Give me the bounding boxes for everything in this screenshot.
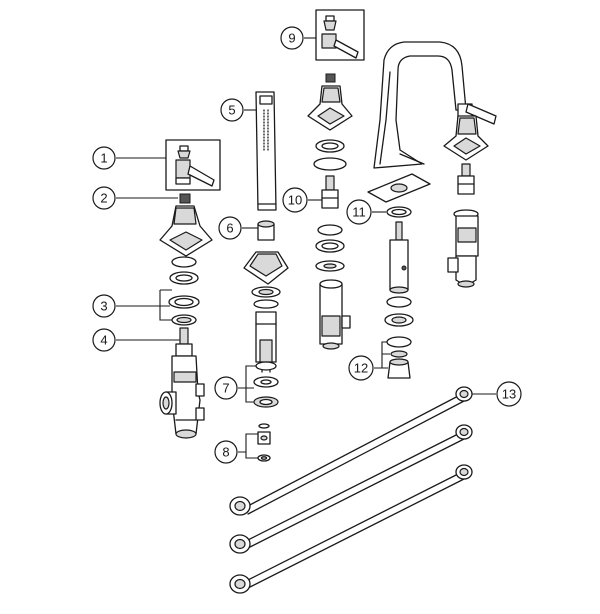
callout-12: 12 bbox=[348, 355, 374, 381]
part-10-cartridge bbox=[315, 175, 345, 272]
hose-2 bbox=[229, 424, 473, 554]
left-valve-assembly bbox=[159, 139, 221, 439]
callout-12-label: 12 bbox=[354, 361, 368, 376]
callout-7: 7 bbox=[214, 376, 238, 400]
part-8-nut-and-washer bbox=[257, 423, 271, 462]
right-valve-assembly bbox=[443, 103, 497, 288]
center-escutcheon bbox=[307, 85, 353, 131]
callout-11: 11 bbox=[346, 199, 372, 225]
callout-11-label: 11 bbox=[352, 205, 366, 220]
callout-7-label: 7 bbox=[222, 381, 229, 396]
mount-stud bbox=[389, 221, 409, 294]
callout-10-label: 10 bbox=[288, 193, 302, 208]
callout-3: 3 bbox=[92, 294, 116, 318]
callout-13-label: 13 bbox=[502, 387, 516, 402]
callout-1-label: 1 bbox=[100, 151, 107, 166]
part-3-washers bbox=[168, 256, 200, 326]
part-11-mounting-plate bbox=[367, 173, 431, 218]
callout-6: 6 bbox=[218, 216, 242, 240]
part-12-washers-and-nut bbox=[384, 296, 414, 379]
hose-1 bbox=[229, 386, 473, 516]
callout-1: 1 bbox=[92, 146, 116, 170]
center-valve-assembly bbox=[307, 9, 365, 350]
hand-shower-assembly bbox=[243, 91, 289, 462]
callout-5: 5 bbox=[220, 98, 244, 122]
callout-6-label: 6 bbox=[226, 221, 233, 236]
right-lever-handle bbox=[465, 103, 497, 125]
part-1-lever-handle bbox=[165, 139, 221, 191]
callout-9-label: 9 bbox=[288, 31, 295, 46]
left-escutcheon bbox=[159, 205, 213, 257]
part-5-hand-shower-head bbox=[255, 91, 277, 211]
center-valve-body bbox=[319, 279, 351, 350]
center-mount-assembly bbox=[367, 173, 431, 379]
hose-3 bbox=[229, 464, 473, 594]
callout-13: 13 bbox=[496, 381, 522, 407]
part-9-lever-handle bbox=[315, 9, 365, 61]
callout-8: 8 bbox=[214, 440, 238, 464]
callout-4-label: 4 bbox=[100, 333, 107, 348]
part-2-adaptor bbox=[179, 193, 191, 204]
callout-2: 2 bbox=[92, 186, 116, 210]
leader-lines bbox=[116, 37, 496, 459]
right-valve-body bbox=[447, 209, 479, 288]
callout-9: 9 bbox=[280, 26, 304, 50]
center-adaptor bbox=[325, 73, 336, 83]
hand-shower-washers bbox=[251, 286, 281, 309]
callout-3-label: 3 bbox=[100, 299, 107, 314]
center-washers bbox=[313, 139, 347, 171]
callout-2-label: 2 bbox=[100, 191, 107, 206]
callout-8-label: 8 bbox=[222, 445, 229, 460]
callout-5-label: 5 bbox=[228, 103, 235, 118]
part-7-seals bbox=[253, 361, 279, 408]
right-escutcheon bbox=[443, 115, 489, 161]
right-cartridge bbox=[457, 163, 475, 195]
callout-4: 4 bbox=[92, 328, 116, 352]
part-4-valve-body bbox=[159, 327, 205, 439]
hand-shower-escutcheon bbox=[243, 251, 289, 285]
part-6-connector bbox=[257, 220, 275, 241]
callout-10: 10 bbox=[282, 187, 308, 213]
part-13-flexible-hoses bbox=[229, 386, 473, 594]
